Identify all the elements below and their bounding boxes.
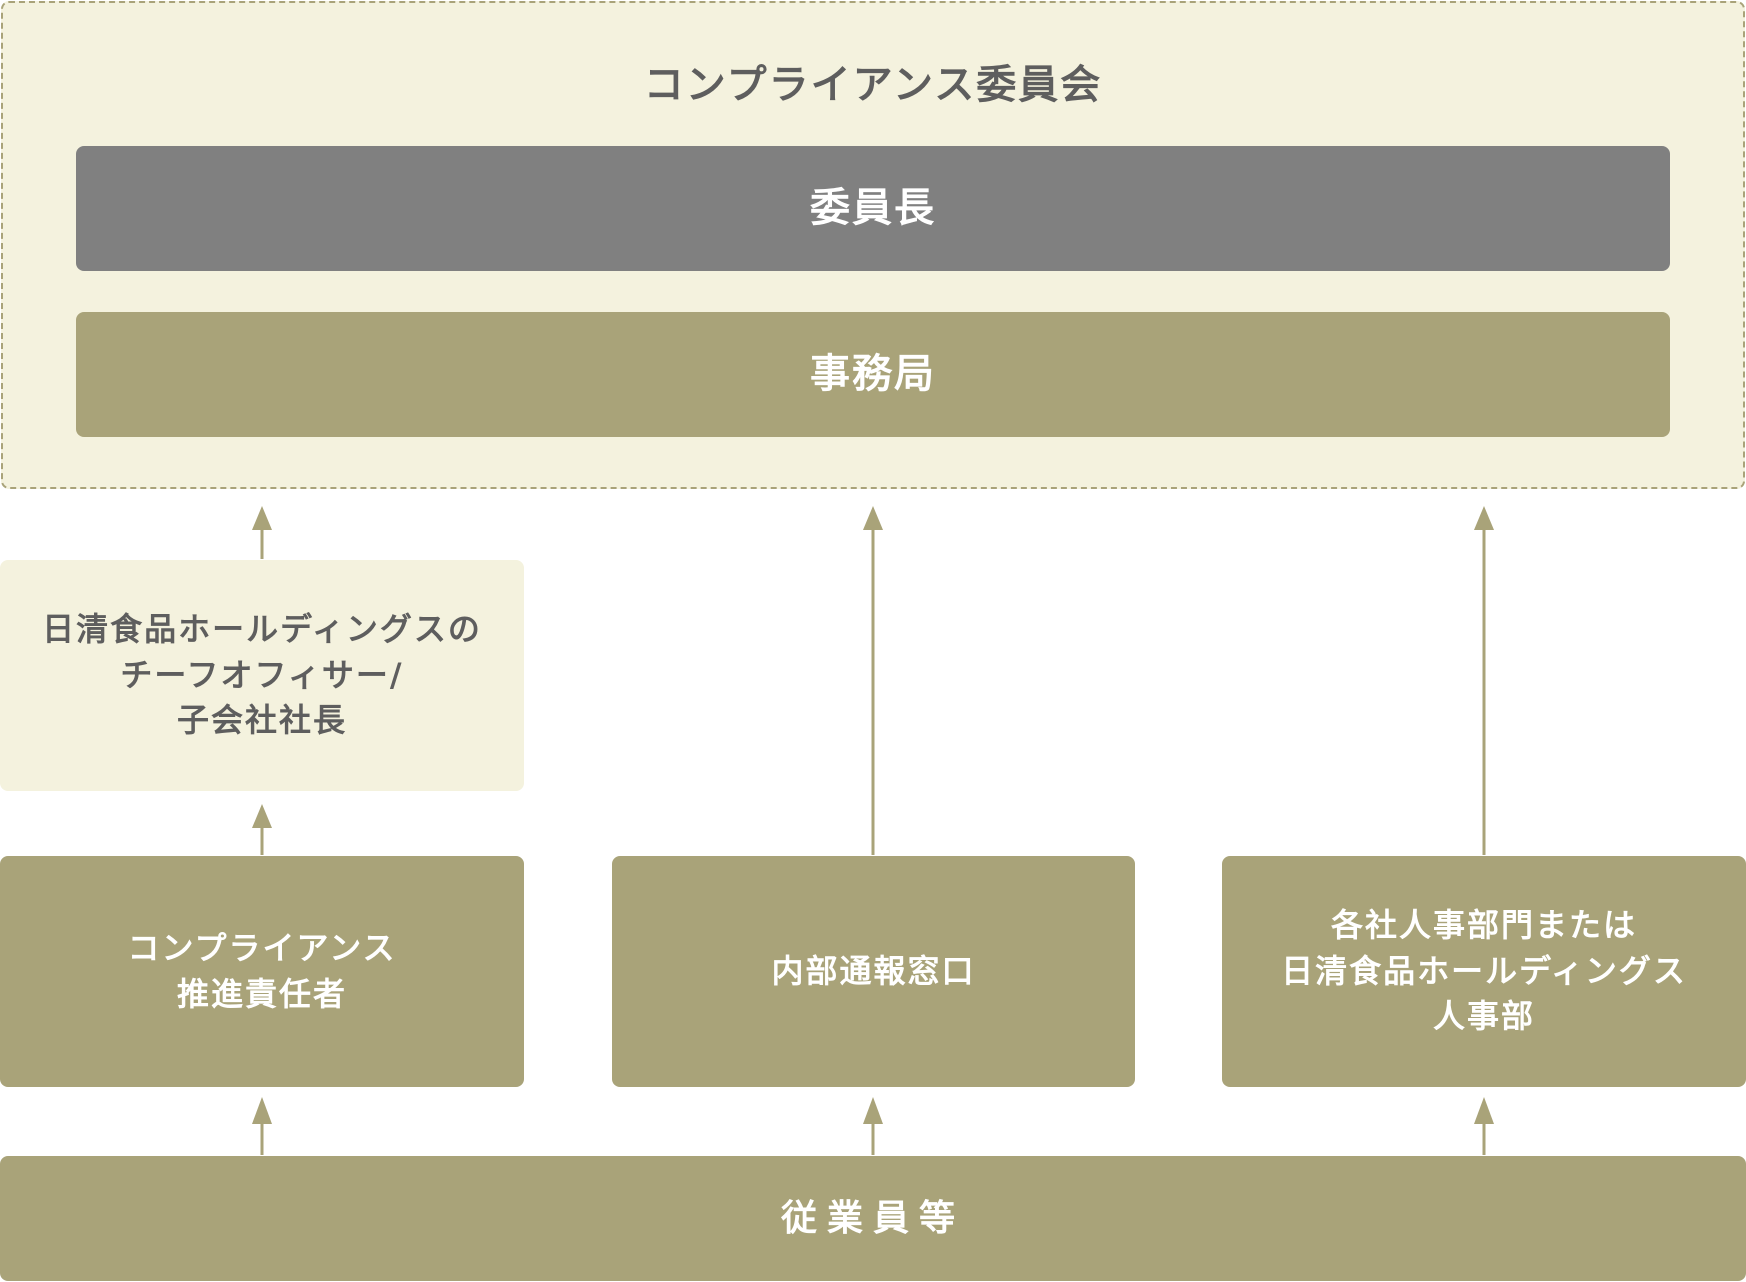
chairman-label: 委員長 xyxy=(810,185,936,232)
hr-dept-line-1: 各社人事部門または xyxy=(1330,906,1637,945)
arrow-hr-to-committee xyxy=(1474,506,1494,855)
arrow-hotline-to-committee xyxy=(863,506,883,855)
arrow-promoter-to-chief xyxy=(252,804,272,855)
arrow-employees-to-hr xyxy=(1474,1097,1494,1155)
chief-officer-line-2: チーフオフィサー/ xyxy=(120,655,404,694)
employees-label: 従業員等 xyxy=(780,1197,965,1239)
arrow-employees-to-promoter xyxy=(252,1097,272,1155)
chief-officer-box: 日清食品ホールディングスの チーフオフィサー/ 子会社社長 xyxy=(0,560,524,791)
hr-dept-line-2: 日清食品ホールディングス xyxy=(1281,951,1687,990)
employees-box: 従業員等 xyxy=(0,1156,1746,1281)
promoter-line-1: コンプライアンス xyxy=(127,929,397,968)
arrow-employees-to-hotline xyxy=(863,1097,883,1155)
committee-title: コンプライアンス委員会 xyxy=(643,62,1103,108)
secretariat-box: 事務局 xyxy=(76,312,1670,437)
hotline-box: 内部通報窓口 xyxy=(612,856,1135,1087)
promoter-box: コンプライアンス 推進責任者 xyxy=(0,856,524,1087)
promoter-line-2: 推進責任者 xyxy=(176,974,347,1013)
secretariat-label: 事務局 xyxy=(810,351,936,398)
chief-officer-line-3: 子会社社長 xyxy=(176,701,347,740)
arrow-chief-to-committee xyxy=(252,506,272,559)
hotline-label: 内部通報窓口 xyxy=(771,951,976,990)
chief-officer-line-1: 日清食品ホールディングスの xyxy=(42,610,482,649)
chairman-box: 委員長 xyxy=(76,146,1670,271)
hr-dept-line-3: 人事部 xyxy=(1432,997,1535,1036)
hr-dept-box: 各社人事部門または 日清食品ホールディングス 人事部 xyxy=(1222,856,1746,1087)
